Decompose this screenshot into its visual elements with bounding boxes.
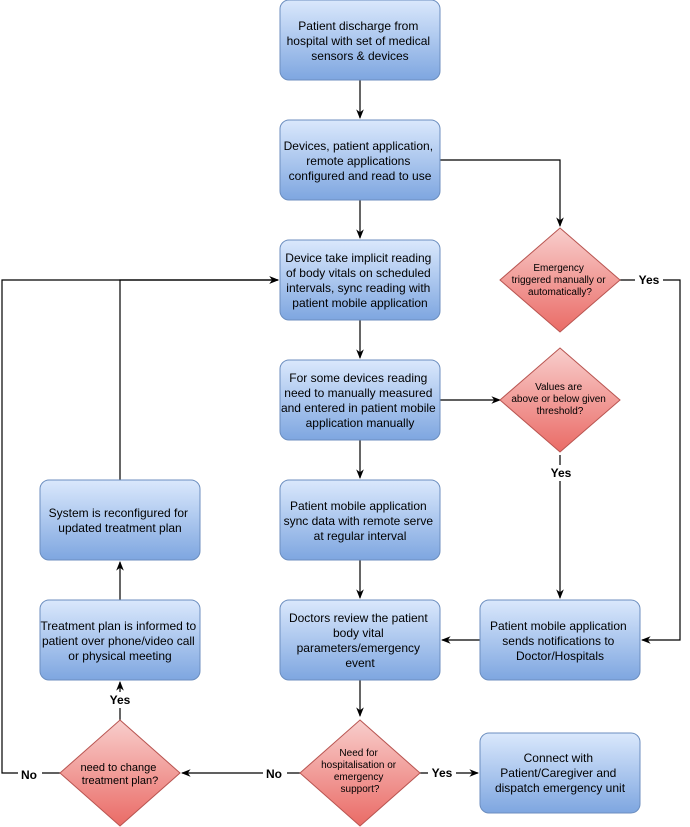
- diamond-change-plan: need to change treatment plan?: [59, 719, 181, 827]
- box-notify: Patient mobile application sends notific…: [479, 599, 641, 681]
- box-treatment-line-3: or physical meeting: [68, 649, 171, 663]
- diamond-threshold-line-2: above or below given: [511, 394, 606, 405]
- diamond-hospitalisation: Need for hospitalisation or emergency su…: [299, 719, 421, 827]
- svg-text:Emergency triggered manu: Emergency triggered manually or automati…: [512, 263, 609, 298]
- diamond-hospital-line-2: hospitalisation or: [321, 760, 397, 771]
- diamond-threshold: Values are above or below given threshol…: [499, 347, 621, 453]
- box-treatment-line-1: Treatment plan is informed to: [41, 619, 197, 633]
- box-implicit-line-3: intervals, sync reading with: [286, 281, 430, 295]
- box-discharge: Patient discharge from hospital with set…: [279, 0, 441, 81]
- box-reconfigure-line-2: updated treatment plan: [58, 521, 181, 535]
- box-treatment-line-2: patient over phone/video call: [42, 634, 195, 648]
- box-configure-line-2: remote applications: [306, 154, 410, 168]
- svg-text:Patient mobile application: Patient mobile application sync data wit…: [284, 499, 437, 543]
- svg-text:Device take implicit reading: Device take implicit reading of body vit…: [285, 251, 434, 310]
- diamond-change-line-1: need to change: [81, 762, 157, 774]
- label-hospital-no: No: [266, 767, 282, 781]
- box-doctor-review: Doctors review the patient body vital pa…: [279, 599, 441, 681]
- box-treatment-inform: Treatment plan is informed to patient ov…: [39, 599, 201, 681]
- svg-text:Connect with Patient/Car: Connect with Patient/Caregiver and dispa…: [495, 751, 626, 795]
- box-dispatch-line-1: Connect with: [524, 751, 593, 765]
- diamond-threshold-line-1: Values are: [535, 382, 583, 393]
- svg-text:Patient mobile application: Patient mobile application sends notific…: [490, 619, 630, 663]
- box-implicit-line-2: of body vitals on scheduled: [286, 266, 431, 280]
- edge-configure-to-emergency: [440, 159, 564, 227]
- box-review-line-1: Doctors review the patient: [289, 611, 428, 625]
- edge-emergency-yes-to-notify: [620, 279, 681, 644]
- diamond-emergency: Emergency triggered manually or automati…: [499, 227, 621, 333]
- box-manual-line-2: need to manually measured: [284, 386, 432, 400]
- label-threshold-yes: Yes: [551, 466, 572, 480]
- box-discharge-line-3: sensors & devices: [311, 49, 408, 63]
- diamond-emergency-line-1: Emergency: [533, 263, 584, 274]
- svg-text:Need for hospitalisation: Need for hospitalisation or emergency su…: [321, 748, 399, 795]
- box-sync-line-1: Patient mobile application: [290, 499, 427, 513]
- box-manual-line-4: application manually: [306, 416, 415, 430]
- diamond-hospital-line-3: emergency: [334, 772, 383, 783]
- box-manual-line-3: and entered in patient mobile: [281, 401, 436, 415]
- box-configure-line-1: Devices, patient application,: [284, 139, 433, 153]
- box-notify-line-2: sends notifications to: [502, 634, 614, 648]
- label-change-no: No: [21, 768, 37, 782]
- box-reconfigure: System is reconfigured for updated treat…: [39, 479, 201, 561]
- label-hospital-yes: Yes: [432, 766, 453, 780]
- box-implicit-reading: Device take implicit reading of body vit…: [279, 239, 441, 321]
- diamond-hospital-line-1: Need for: [339, 748, 378, 759]
- svg-text:Treatment plan is informed to: Treatment plan is informed to patient ov…: [41, 619, 200, 663]
- box-configure-line-3: configured and read to use: [289, 169, 432, 183]
- edge-reconfigure-to-implicit: [119, 276, 279, 480]
- svg-text:System is reconfigured for: System is reconfigured for updated treat…: [49, 506, 192, 535]
- box-configure: Devices, patient application, remote app…: [279, 119, 441, 201]
- box-dispatch: Connect with Patient/Caregiver and dispa…: [479, 732, 641, 814]
- svg-text:Values are above or belo: Values are above or below given threshol…: [511, 382, 608, 417]
- box-sync: Patient mobile application sync data wit…: [279, 479, 441, 561]
- box-dispatch-line-2: Patient/Caregiver and: [500, 766, 616, 780]
- box-review-line-3: parameters/emergency: [297, 641, 420, 655]
- svg-text:For some devices reading: For some devices reading need to manuall…: [281, 371, 439, 430]
- box-notify-line-3: Doctor/Hospitals: [516, 649, 604, 663]
- svg-text:Devices, patient application,: Devices, patient application, remote app…: [284, 139, 437, 183]
- box-reconfigure-line-1: System is reconfigured for: [49, 506, 188, 520]
- box-implicit-line-4: patient mobile application: [292, 296, 427, 310]
- diamond-change-line-2: treatment plan?: [82, 775, 158, 787]
- label-emergency-yes: Yes: [639, 273, 660, 287]
- label-change-yes: Yes: [110, 693, 131, 707]
- box-dispatch-line-3: dispatch emergency unit: [495, 781, 626, 795]
- box-implicit-line-1: Device take implicit reading: [285, 251, 431, 265]
- diamond-emergency-line-3: automatically?: [528, 287, 592, 298]
- svg-text:Doctors review the patient: Doctors review the patient body vital pa…: [289, 611, 431, 670]
- box-sync-line-3: at regular interval: [314, 529, 407, 543]
- box-review-line-4: event: [345, 656, 375, 670]
- box-notify-line-1: Patient mobile application: [490, 619, 627, 633]
- box-manual-reading: For some devices reading need to manuall…: [279, 359, 441, 441]
- box-discharge-line-1: Patient discharge from: [298, 19, 418, 33]
- diamond-hospital-line-4: support?: [341, 784, 380, 795]
- svg-text:Patient discharge from h: Patient discharge from hospital with set…: [287, 19, 434, 63]
- box-discharge-line-2: hospital with set of medical: [287, 34, 430, 48]
- diamond-threshold-line-3: threshold?: [537, 406, 584, 417]
- box-manual-line-1: For some devices reading: [289, 371, 427, 385]
- edge-labels: Yes Yes Yes No Yes No: [18, 272, 663, 783]
- svg-text:need to change treatment: need to change treatment plan?: [81, 762, 160, 787]
- diamond-emergency-line-2: triggered manually or: [512, 275, 607, 286]
- box-review-line-2: body vital: [333, 626, 384, 640]
- box-sync-line-2: sync data with remote serve: [284, 514, 434, 528]
